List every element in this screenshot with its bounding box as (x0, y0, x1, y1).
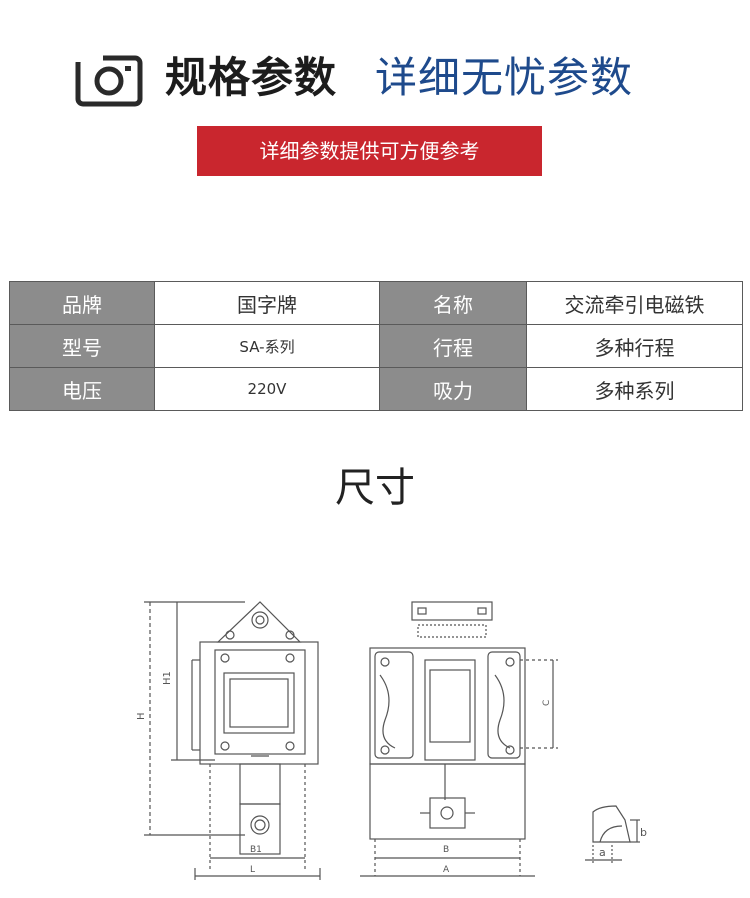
table-value: 多种行程 (526, 324, 743, 368)
table-key: 吸力 (379, 367, 527, 411)
table-row: 品牌 国字牌 名称 交流牵引电磁铁 (9, 281, 743, 325)
page-subtitle: 详细无忧参数 (375, 53, 634, 102)
camera-icon (75, 52, 143, 107)
table-key: 电压 (9, 367, 155, 411)
header: 规格参数 详细无忧参数 (0, 0, 750, 120)
table-key: 行程 (379, 324, 527, 368)
dim-label-b: B (443, 845, 449, 855)
table-value: 220V (154, 367, 380, 411)
dim-label-h: H (136, 712, 147, 720)
detail-view: b a (585, 805, 647, 865)
dimension-drawing: H H1 B1 L (136, 601, 647, 880)
dim-label-a: A (443, 865, 450, 875)
table-value: 国字牌 (154, 281, 380, 325)
dim-label-l: L (250, 865, 255, 875)
page-title: 规格参数 (165, 53, 338, 102)
table-value: 多种系列 (526, 367, 743, 411)
dim-label-h1: H1 (162, 671, 173, 685)
banner: 详细参数提供可方便参考 (197, 126, 542, 176)
table-value: SA-系列 (154, 324, 380, 368)
table-row: 型号 SA-系列 行程 多种行程 (9, 324, 743, 368)
table-key: 品牌 (9, 281, 155, 325)
dimension-title: 尺寸 (335, 465, 415, 511)
side-view: C B A (360, 601, 558, 877)
table-value: 交流牵引电磁铁 (526, 281, 743, 325)
table-row: 电压 220V 吸力 多种系列 (9, 367, 743, 411)
dim-label-c: C (542, 700, 552, 706)
dim-label-b-small: b (640, 826, 647, 839)
table-key: 名称 (379, 281, 527, 325)
dim-label-b1: B1 (250, 845, 262, 855)
front-view: H H1 B1 L (136, 601, 321, 880)
table-key: 型号 (9, 324, 155, 368)
dim-label-a-small: a (599, 846, 606, 859)
spec-table: 品牌 国字牌 名称 交流牵引电磁铁 型号 SA-系列 行程 多种行程 电压 22… (9, 281, 743, 411)
